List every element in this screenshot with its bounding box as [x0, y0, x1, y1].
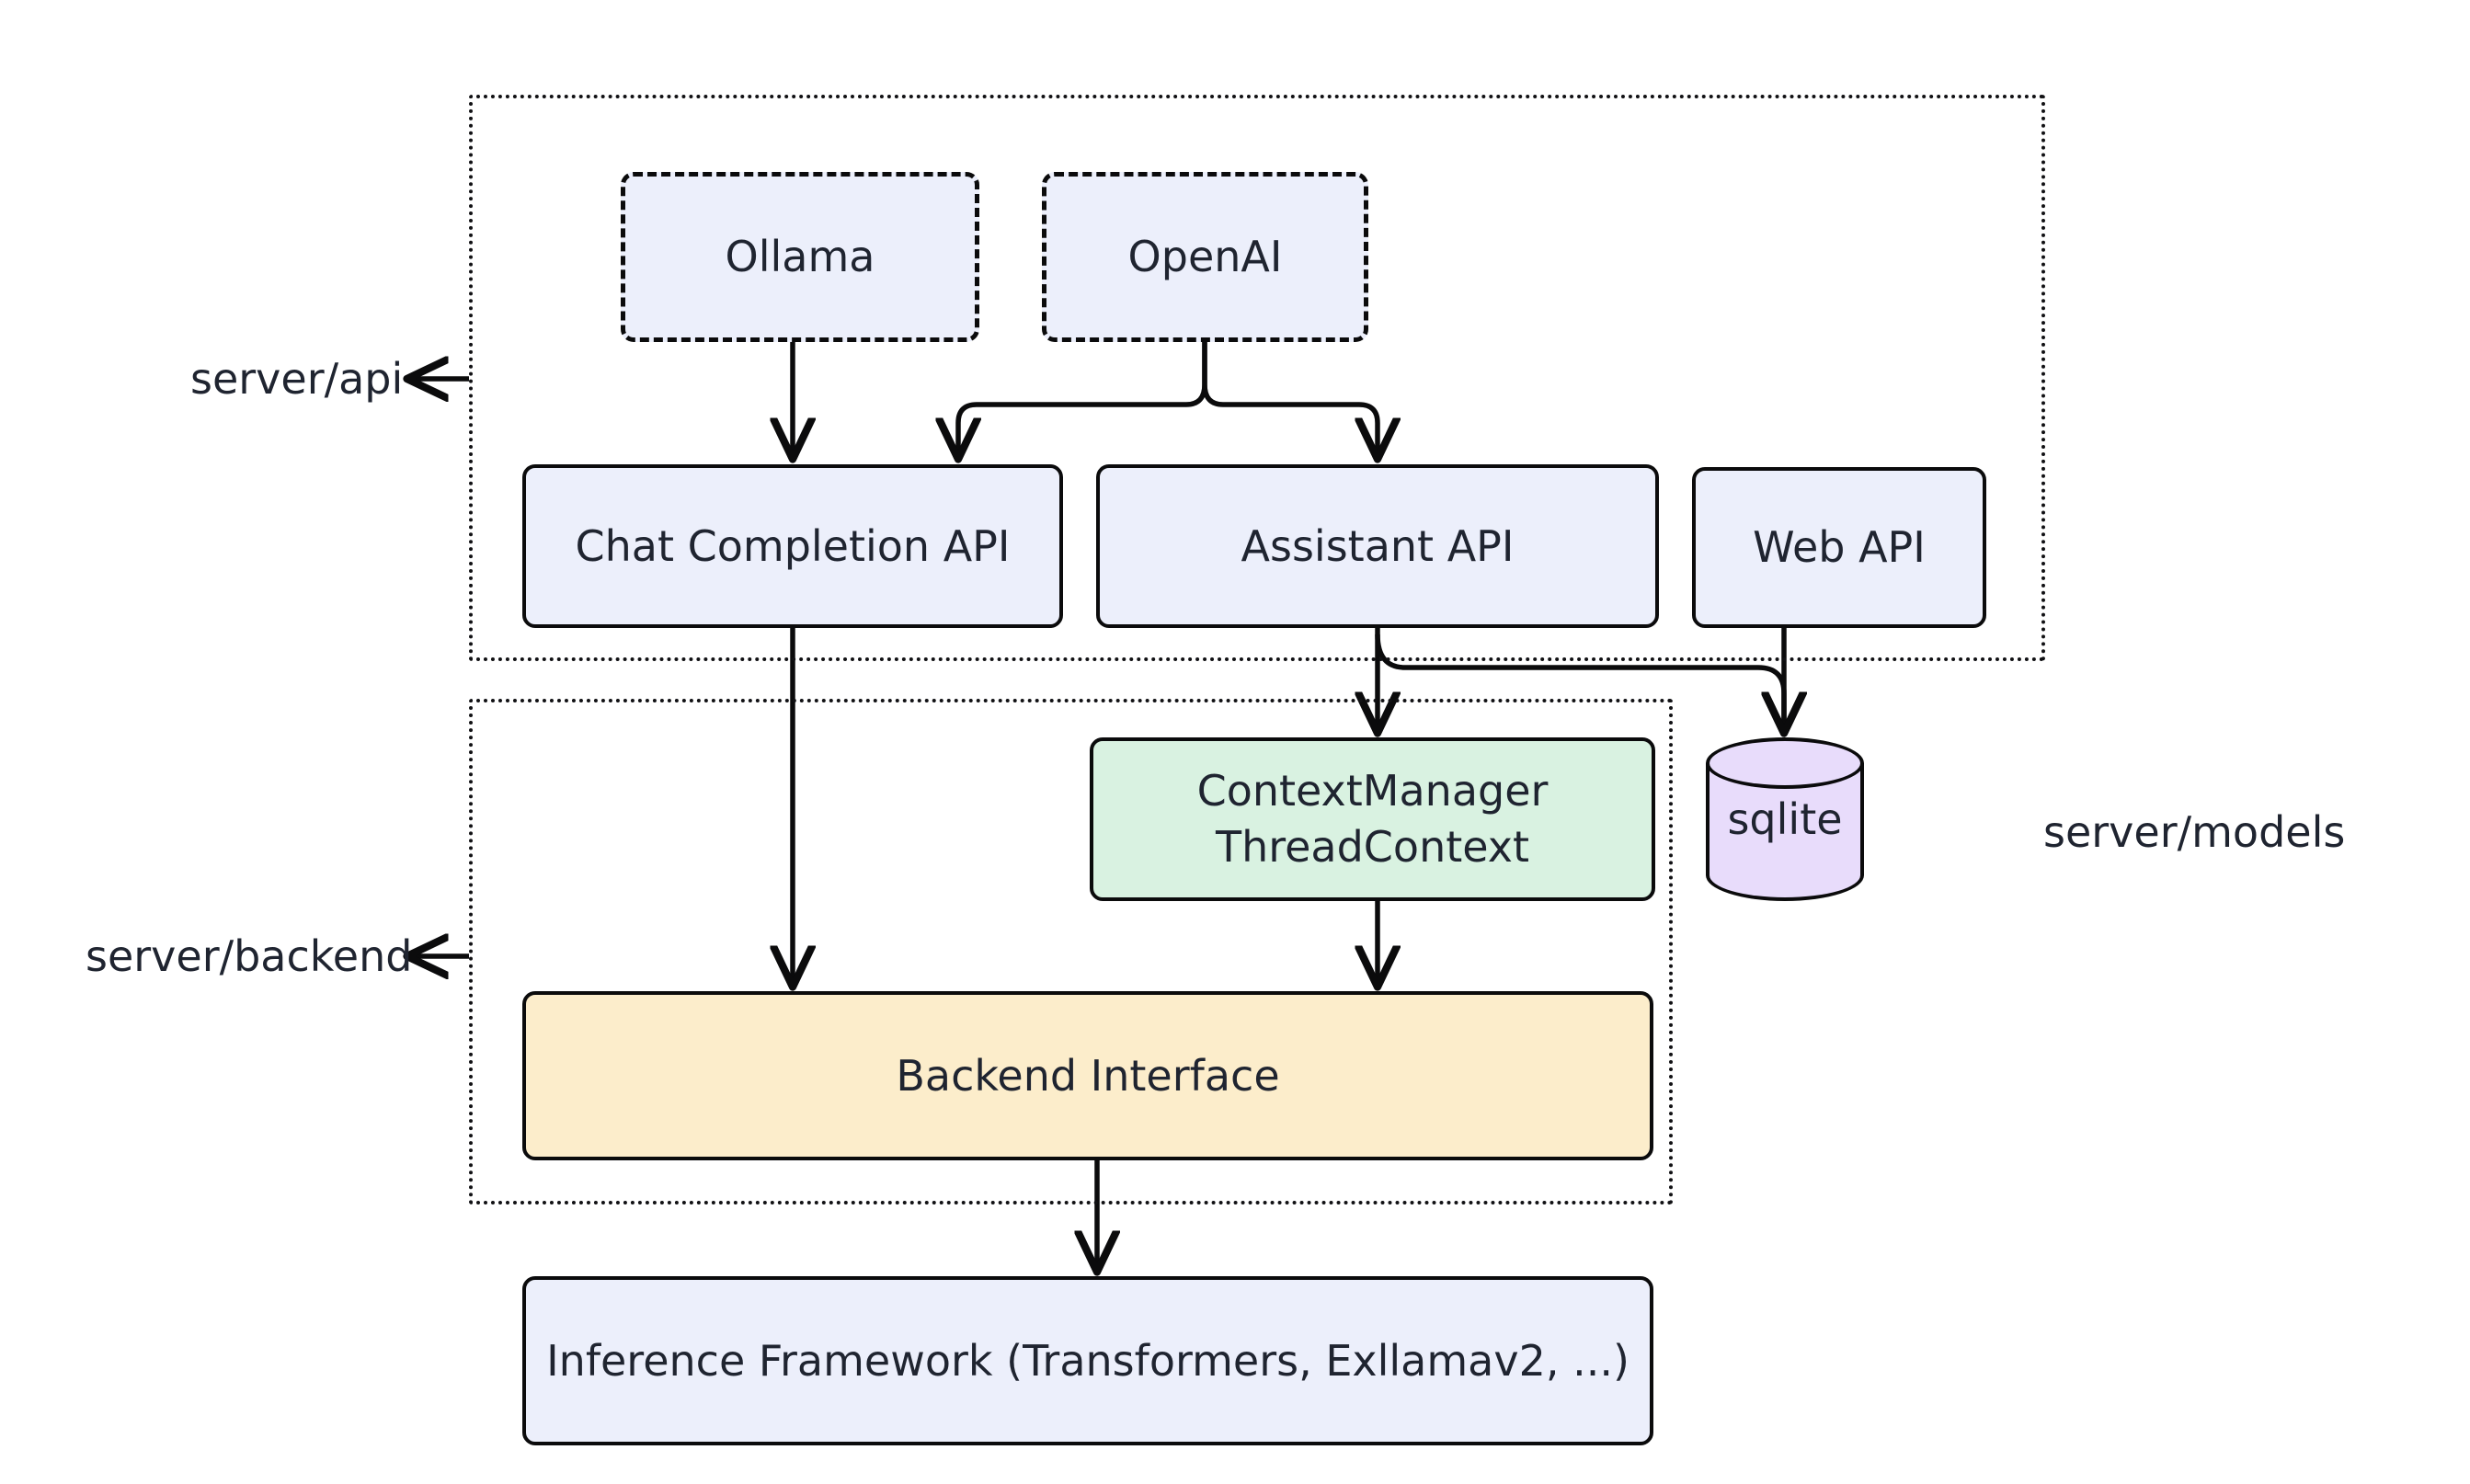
node-context-manager-label-line2: ThreadContext [1215, 822, 1530, 872]
sqlite-cylinder-cap [1706, 737, 1864, 789]
node-sqlite[interactable]: sqlite [1706, 737, 1864, 901]
node-ollama[interactable]: Ollama [621, 172, 979, 342]
node-ollama-label: Ollama [725, 232, 875, 282]
node-web-api[interactable]: Web API [1692, 467, 1986, 628]
node-chat-completion-api[interactable]: Chat Completion API [522, 464, 1063, 628]
group-server-api [469, 95, 2045, 661]
label-server-api: server/api [190, 354, 404, 404]
node-inference-framework[interactable]: Inference Framework (Transformers, Exlla… [522, 1276, 1653, 1445]
label-server-backend: server/backend [86, 931, 413, 981]
node-assistant-api[interactable]: Assistant API [1096, 464, 1659, 628]
node-inference-framework-label: Inference Framework (Transformers, Exlla… [546, 1335, 1630, 1386]
group-server-backend [469, 699, 1673, 1204]
node-chat-completion-api-label: Chat Completion API [575, 520, 1011, 571]
node-backend-interface[interactable]: Backend Interface [522, 991, 1653, 1160]
node-sqlite-label: sqlite [1727, 794, 1843, 844]
node-assistant-api-label: Assistant API [1241, 520, 1515, 571]
node-context-manager[interactable]: ContextManager ThreadContext [1090, 737, 1655, 901]
node-openai-label: OpenAI [1127, 232, 1283, 282]
node-backend-interface-label: Backend Interface [896, 1050, 1280, 1101]
node-openai[interactable]: OpenAI [1042, 172, 1368, 342]
label-server-models: server/models [2043, 807, 2346, 857]
node-web-api-label: Web API [1753, 522, 1926, 573]
node-context-manager-label-line1: ContextManager [1196, 766, 1549, 816]
